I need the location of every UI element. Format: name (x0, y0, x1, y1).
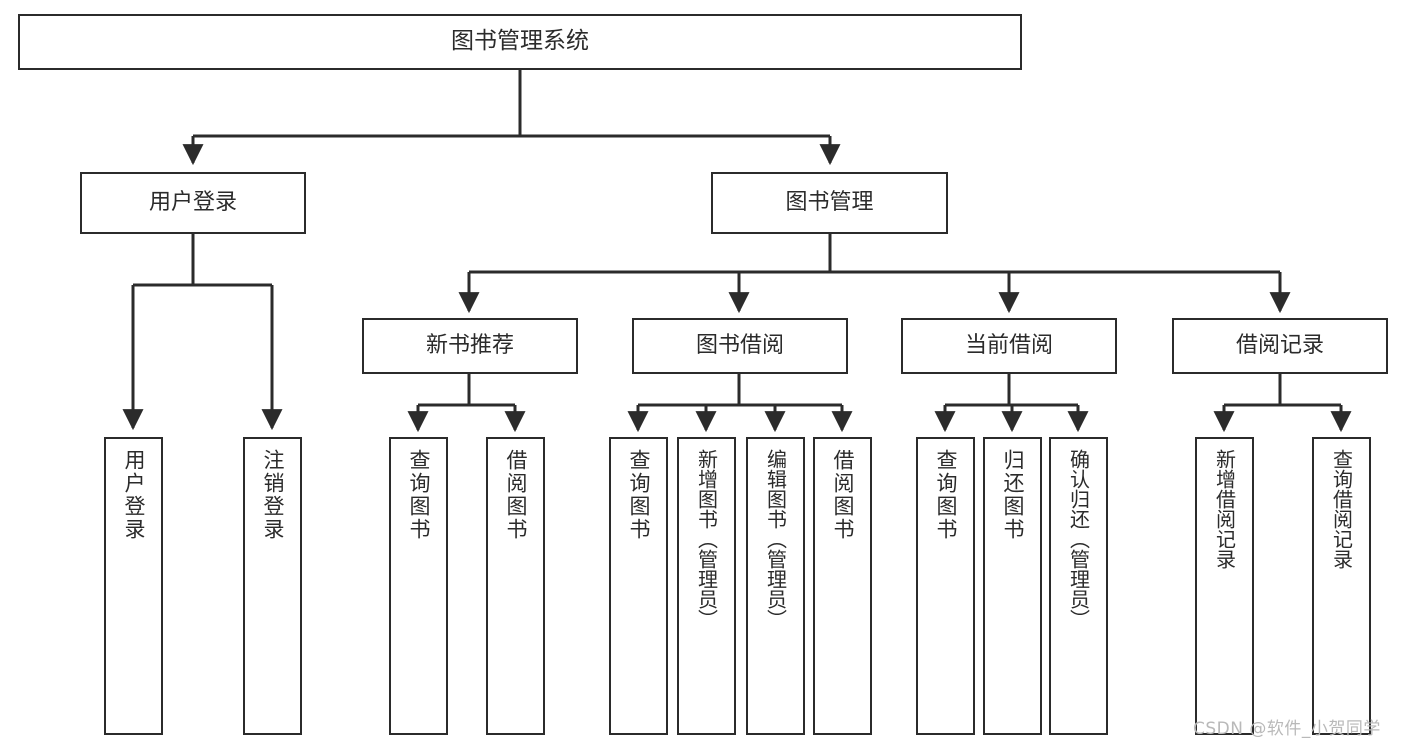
node-user-login[interactable]: 用户登录 (80, 172, 306, 234)
node-label: 当前借阅 (964, 333, 1053, 359)
node-book-management[interactable]: 图书管理 (711, 172, 948, 234)
node-current-borrow[interactable]: 当前借阅 (901, 318, 1117, 374)
node-leaf-return-book[interactable]: 归还图书 (983, 437, 1042, 735)
node-label: 用户登录 (148, 190, 237, 216)
node-leaf-query-record[interactable]: 查询借阅记录 (1312, 437, 1371, 735)
node-leaf-query-book-2[interactable]: 查询图书 (609, 437, 668, 735)
node-leaf-user-login[interactable]: 用户登录 (104, 437, 163, 735)
node-leaf-query-book-1[interactable]: 查询图书 (389, 437, 448, 735)
node-leaf-add-book[interactable]: 新增图书（管理员） (677, 437, 736, 735)
node-leaf-confirm-return[interactable]: 确认归还（管理员） (1049, 437, 1108, 735)
node-leaf-borrow-book-1[interactable]: 借阅图书 (486, 437, 545, 735)
node-label: 新增图书（管理员） (694, 449, 719, 629)
node-root-book-management-system[interactable]: 图书管理系统 (18, 14, 1022, 70)
node-label: 图书借阅 (695, 333, 784, 359)
node-label: 确认归还（管理员） (1066, 449, 1091, 629)
node-label: 编辑图书（管理员） (763, 449, 788, 629)
node-label: 借阅图书 (831, 449, 855, 541)
node-label: 归还图书 (1001, 449, 1025, 541)
node-label: 新增借阅记录 (1212, 449, 1237, 569)
node-label: 查询借阅记录 (1329, 449, 1354, 569)
node-label: 查询图书 (407, 449, 431, 541)
node-label: 新书推荐 (425, 333, 514, 359)
node-new-book-recommend[interactable]: 新书推荐 (362, 318, 578, 374)
node-label: 图书管理 (785, 190, 874, 216)
node-borrow-record[interactable]: 借阅记录 (1172, 318, 1388, 374)
node-label: 图书管理系统 (451, 28, 589, 55)
node-leaf-edit-book[interactable]: 编辑图书（管理员） (746, 437, 805, 735)
watermark-text: CSDN @软件_小贺同学 (1193, 719, 1381, 739)
node-label: 用户登录 (122, 449, 146, 541)
node-label: 借阅记录 (1235, 333, 1324, 359)
node-book-borrow[interactable]: 图书借阅 (632, 318, 848, 374)
node-label: 注销登录 (261, 449, 285, 541)
node-leaf-borrow-book-2[interactable]: 借阅图书 (813, 437, 872, 735)
node-label: 查询图书 (934, 449, 958, 541)
node-label: 借阅图书 (504, 449, 528, 541)
node-leaf-add-record[interactable]: 新增借阅记录 (1195, 437, 1254, 735)
node-leaf-logout-login[interactable]: 注销登录 (243, 437, 302, 735)
node-label: 查询图书 (627, 449, 651, 541)
node-leaf-query-book-3[interactable]: 查询图书 (916, 437, 975, 735)
